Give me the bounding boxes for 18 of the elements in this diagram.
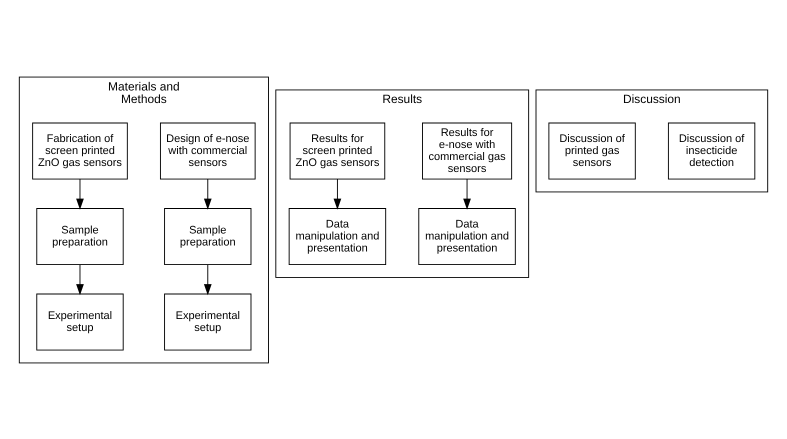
- node-box: Data manipulation and presentation: [418, 208, 516, 265]
- arrow: [334, 178, 342, 210]
- node-box: Discussion of printed gas sensors: [548, 122, 636, 180]
- arrow: [76, 178, 84, 210]
- node-box: Results for e-nose with commercial gas sensors: [422, 122, 512, 180]
- node-box: Fabrication of screen printed ZnO gas sensors: [32, 122, 128, 180]
- node-box: Experimental setup: [36, 293, 124, 350]
- arrow: [76, 264, 84, 295]
- node-box: Discussion of insecticide detection: [668, 122, 756, 180]
- node-box: Sample preparation: [164, 208, 252, 265]
- node-box: Design of e-nose with commercial sensors: [160, 122, 256, 180]
- node-box: Data manipulation and presentation: [288, 208, 386, 265]
- node-box: Results for screen printed ZnO gas sensors: [290, 122, 386, 180]
- node-box: Sample preparation: [36, 208, 124, 265]
- arrow: [204, 264, 212, 295]
- arrow: [204, 178, 212, 210]
- node-box: Experimental setup: [164, 293, 252, 350]
- arrow: [463, 178, 471, 210]
